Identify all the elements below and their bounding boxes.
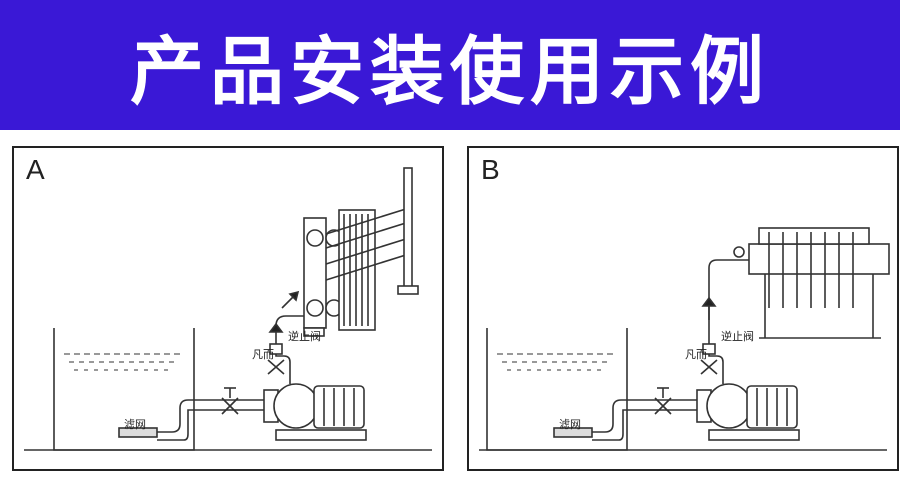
installation-diagram-a: 滤网 凡而 逆止阀 (24, 167, 432, 451)
discharge-pipe (275, 336, 291, 384)
diagram-panel-a: 滤网 凡而 逆止阀 A (12, 146, 444, 471)
suction-pipe (592, 399, 697, 433)
filter-label: 滤网 (124, 418, 146, 431)
installation-diagram-b: 滤网 凡而 逆止阀 (479, 227, 890, 451)
valve-label: 凡而 (252, 348, 274, 361)
suction-pipe (157, 399, 264, 433)
title-banner: 产品安装使用示例 (0, 0, 900, 130)
check-valve (269, 343, 283, 355)
panel-letter-b: B (481, 154, 500, 185)
check-valve (702, 343, 716, 355)
pump (263, 383, 367, 441)
check-valve-label: 逆止阀 (721, 329, 754, 343)
check-valve-label: 逆止阀 (288, 329, 321, 343)
panel-letter-a: A (26, 154, 45, 185)
diagram-panel-b: 滤网 凡而 逆止阀 B (467, 146, 899, 471)
water-surface (497, 353, 617, 371)
suction-valve (221, 397, 239, 415)
plate-heat-exchanger (303, 167, 419, 337)
flow-arrow-up (701, 296, 717, 307)
suction-pipe-lower (592, 409, 697, 441)
filter-label: 滤网 (559, 418, 581, 431)
water-surface (64, 353, 184, 371)
discharge-valve (267, 359, 285, 375)
pump (696, 383, 800, 441)
discharge-valve (700, 359, 718, 375)
flow-arrowhead (288, 290, 300, 302)
flow-arrow-up (268, 322, 284, 333)
suction-valve (654, 397, 672, 415)
page-title: 产品安装使用示例 (130, 28, 770, 115)
valve-label: 凡而 (685, 348, 707, 361)
filter-press (733, 227, 890, 339)
discharge-pipe (708, 259, 749, 384)
suction-pipe-lower (157, 409, 264, 441)
